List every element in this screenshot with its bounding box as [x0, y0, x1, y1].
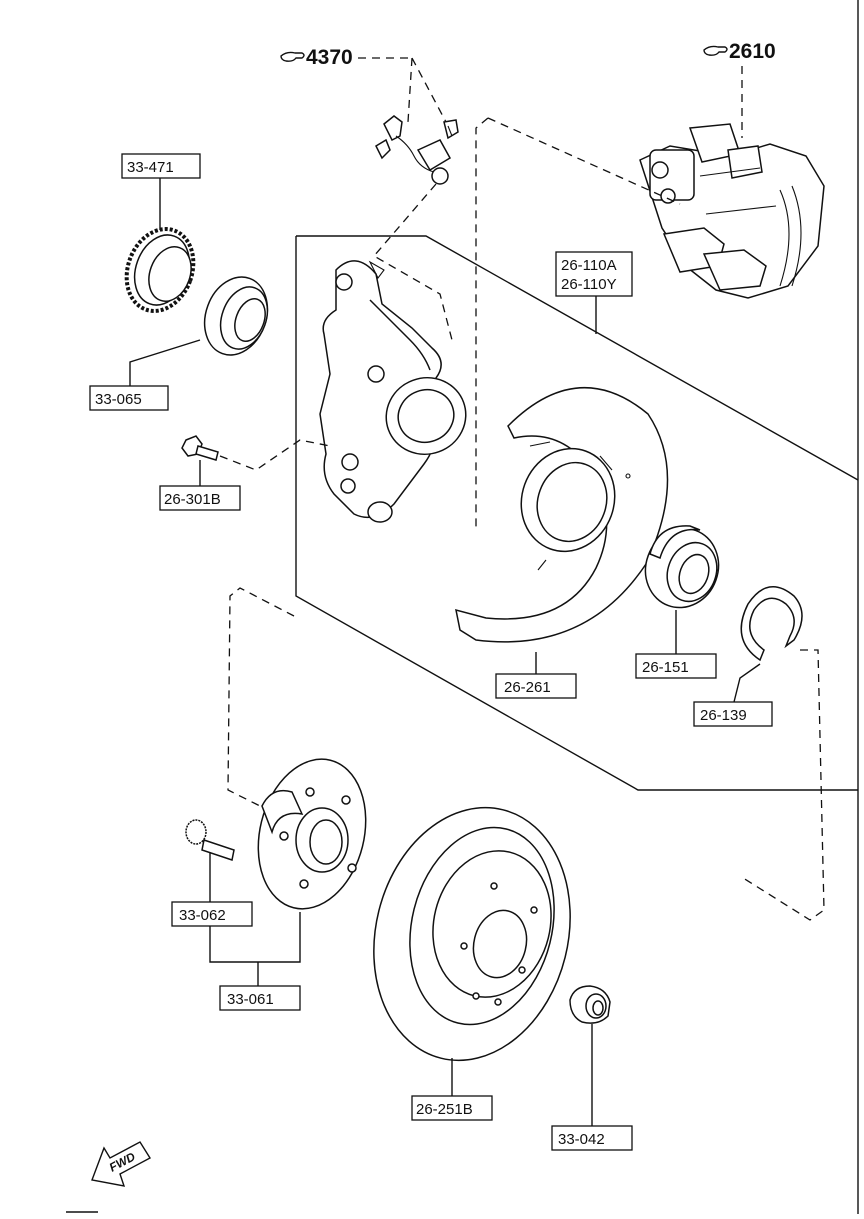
- label-33-062[interactable]: 33-062: [171, 901, 253, 927]
- label-26-301b[interactable]: 26-301B: [159, 485, 241, 511]
- hand-pointer-icon: [703, 45, 728, 56]
- snap-ring: [740, 586, 803, 662]
- abs-tone-ring: [124, 227, 196, 313]
- label-box: [551, 1125, 633, 1151]
- label-text: 33-065: [95, 391, 142, 408]
- fwd-arrow-icon: FWD: [91, 1141, 151, 1187]
- label-text: 33-471: [127, 159, 174, 176]
- assembly-outline-bottom: [295, 236, 858, 791]
- label-text: 26-251B: [416, 1101, 473, 1118]
- label-text: 26-151: [642, 659, 689, 676]
- label-text-a: 26-110A: [561, 257, 617, 274]
- label-text: 33-062: [179, 907, 226, 924]
- label-text: 26-301B: [164, 491, 221, 508]
- label-26-110[interactable]: 26-110A 26-110Y: [555, 251, 633, 297]
- leader-4370-a: [407, 57, 413, 123]
- label-box: [693, 701, 773, 727]
- leader-caliper-top: [487, 117, 681, 205]
- label-26-261[interactable]: 26-261: [495, 673, 577, 699]
- assembly-outline-top: [296, 235, 859, 481]
- leader-bolt-knuckle: [219, 439, 331, 471]
- label-text: 33-042: [558, 1131, 605, 1148]
- wheel-stud: [185, 819, 235, 861]
- ref-2610-callout[interactable]: 2610: [703, 40, 776, 63]
- leader-26-139: [733, 663, 761, 703]
- label-33-042[interactable]: 33-042: [551, 1125, 633, 1151]
- label-26-151[interactable]: 26-151: [635, 653, 717, 679]
- label-box: [121, 153, 201, 179]
- ref-4370-callout[interactable]: 4370: [280, 46, 353, 69]
- leader-caliper-left: [475, 117, 489, 530]
- leader-ring-hub: [739, 649, 825, 921]
- label-box: [219, 985, 301, 1011]
- label-33-065[interactable]: 33-065: [89, 385, 169, 411]
- label-text: 26-139: [700, 707, 747, 724]
- leader-bracket-33-061: [209, 912, 301, 963]
- leader-4370-b: [411, 57, 447, 123]
- wheel-hub: [257, 758, 367, 910]
- dust-shield: [455, 387, 669, 643]
- leader-hub-knuckle: [227, 587, 295, 807]
- label-box: [171, 901, 253, 927]
- ref-2610-label: 2610: [729, 40, 776, 63]
- fwd-label: FWD: [107, 1149, 138, 1174]
- label-box: [411, 1095, 493, 1121]
- label-33-471[interactable]: 33-471: [121, 153, 201, 179]
- label-box: [555, 251, 633, 297]
- knuckle-bolt: [181, 435, 219, 461]
- label-text-y: 26-110Y: [561, 276, 617, 293]
- steering-knuckle: [319, 260, 467, 523]
- label-box: [635, 653, 717, 679]
- label-text: 33-061: [227, 991, 274, 1008]
- label-26-251b[interactable]: 26-251B: [411, 1095, 493, 1121]
- abs-sensor: [375, 115, 459, 185]
- label-box: [89, 385, 169, 411]
- ref-4370-label: 4370: [306, 46, 353, 69]
- leader-sensor-knuckle: [372, 183, 453, 341]
- brake-caliper: [639, 123, 825, 299]
- label-text: 26-261: [504, 679, 551, 696]
- label-box: [159, 485, 241, 511]
- label-box: [495, 673, 577, 699]
- label-33-061[interactable]: 33-061: [219, 985, 301, 1011]
- brake-disc: [373, 806, 571, 1062]
- hand-pointer-icon: [280, 51, 305, 62]
- wheel-bearing: [644, 525, 720, 609]
- leader-33-065: [129, 339, 201, 388]
- hub-nut: [569, 985, 611, 1024]
- label-26-139[interactable]: 26-139: [693, 701, 773, 727]
- dust-seal: [203, 276, 269, 356]
